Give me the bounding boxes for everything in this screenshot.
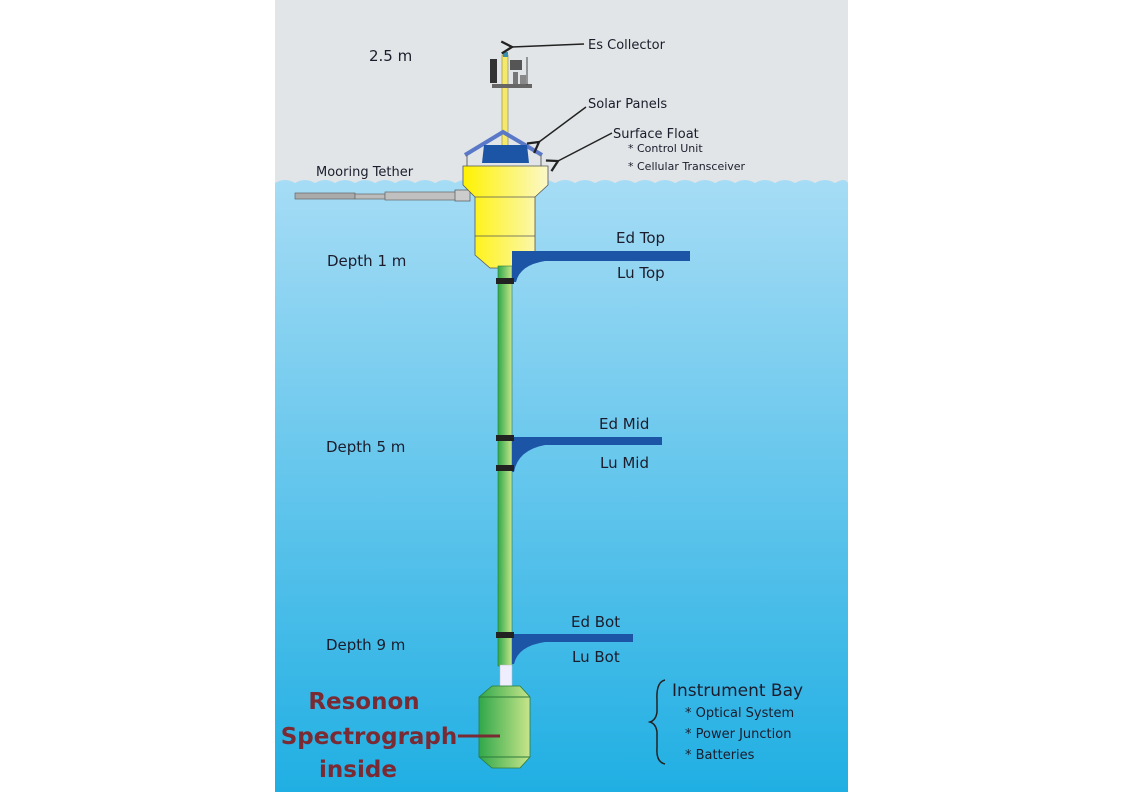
water — [275, 180, 848, 792]
instrument-bay-item: * Optical System — [685, 706, 794, 721]
instrument-bay-label: Instrument Bay — [672, 681, 803, 701]
lu-bot-label: Lu Bot — [572, 648, 620, 666]
sky — [275, 0, 848, 200]
ed-top-label: Ed Top — [616, 229, 665, 247]
lu-mid-label: Lu Mid — [600, 454, 649, 472]
solar-panels-arrow — [526, 106, 587, 154]
mast — [501, 54, 509, 156]
instrument-bay-item: * Power Junction — [685, 727, 791, 742]
arm-top — [496, 251, 690, 284]
instrument-bay-brace — [647, 679, 666, 765]
es-collector-label: Es Collector — [588, 38, 666, 53]
lu-top-label: Lu Top — [617, 264, 665, 282]
surface-float-label: Surface Float — [613, 127, 699, 142]
solar-panels-label: Solar Panels — [588, 97, 667, 112]
es-collector-icon — [490, 52, 532, 88]
surface-float-arrow — [545, 132, 613, 172]
height-label: 2.5 m — [369, 47, 412, 65]
instrument-bay — [478, 685, 531, 769]
resonon-label: inside — [319, 757, 397, 783]
arm-bot — [496, 632, 633, 664]
mooring-tether-label: Mooring Tether — [316, 165, 414, 180]
instrument-bay-item: * Batteries — [685, 748, 755, 763]
ed-mid-label: Ed Mid — [599, 415, 649, 433]
es-collector-arrow — [500, 40, 585, 55]
arm-mid — [496, 435, 662, 472]
depth-9-label: Depth 9 m — [326, 636, 405, 654]
surface-float-item: * Control Unit — [628, 142, 703, 155]
ed-bot-label: Ed Bot — [571, 613, 620, 631]
resonon-label: Resonon — [308, 689, 419, 715]
depth-1-label: Depth 1 m — [327, 252, 406, 270]
mooring-tether — [294, 189, 471, 202]
surface-float-item: * Cellular Transceiver — [628, 160, 746, 173]
resonon-label: Spectrograph — [281, 724, 458, 750]
depth-5-label: Depth 5 m — [326, 438, 405, 456]
